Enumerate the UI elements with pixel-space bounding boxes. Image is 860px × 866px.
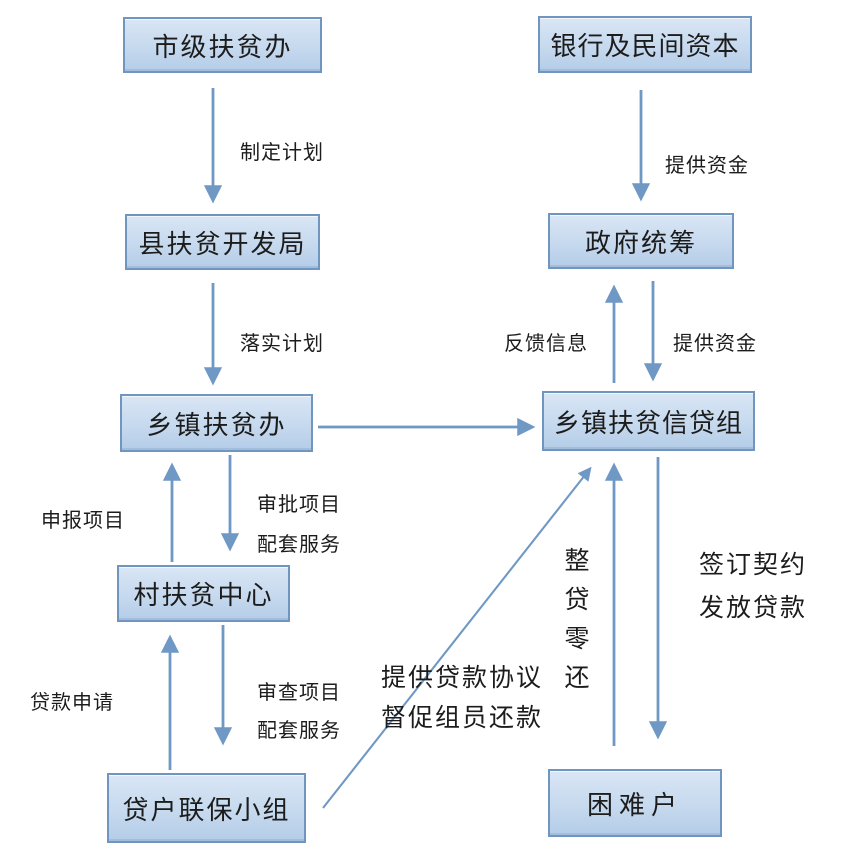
box-borrower-guarantee-group: 贷户联保小组 [107, 773, 306, 843]
box-township-credit-group: 乡镇扶贫信贷组 [542, 391, 755, 451]
box-municipal-poverty-office: 市级扶贫办 [123, 17, 322, 73]
label-declare-project: 申报项目 [41, 508, 125, 532]
box-county-poverty-bureau: 县扶贫开发局 [125, 214, 320, 270]
label-make-plan: 制定计划 [240, 140, 324, 164]
label-review-project-line1: 审查项目 [257, 680, 341, 704]
box-township-poverty-office: 乡镇扶贫办 [120, 394, 313, 452]
label-provide-funds-mid: 提供资金 [673, 331, 757, 355]
label-provide-agreement-line2: 督促组员还款 [381, 703, 544, 732]
label-implement-plan: 落实计划 [240, 331, 324, 355]
label-loan-application: 贷款申请 [30, 690, 114, 714]
label-provide-funds-top: 提供资金 [665, 153, 749, 177]
box-village-poverty-center: 村扶贫中心 [117, 565, 290, 622]
label-feedback-info: 反馈信息 [504, 331, 588, 355]
box-poor-households: 困难户 [548, 769, 722, 837]
label-provide-agreement-line1: 提供贷款协议 [381, 663, 544, 692]
label-sign-contract-line1: 签订契约 [699, 550, 808, 579]
label-review-project-line2: 配套服务 [257, 718, 341, 742]
arrow-provide-agreement-diagonal [322, 466, 592, 809]
box-bank-private-capital: 银行及民间资本 [538, 16, 752, 73]
label-sign-contract-line2: 发放贷款 [699, 593, 808, 622]
label-whole-loan-partial-repay: 整贷零还 [561, 547, 590, 703]
label-approve-project-line2: 配套服务 [257, 532, 341, 556]
box-government-coordination: 政府统筹 [548, 213, 734, 269]
label-approve-project-line1: 审批项目 [257, 492, 341, 516]
